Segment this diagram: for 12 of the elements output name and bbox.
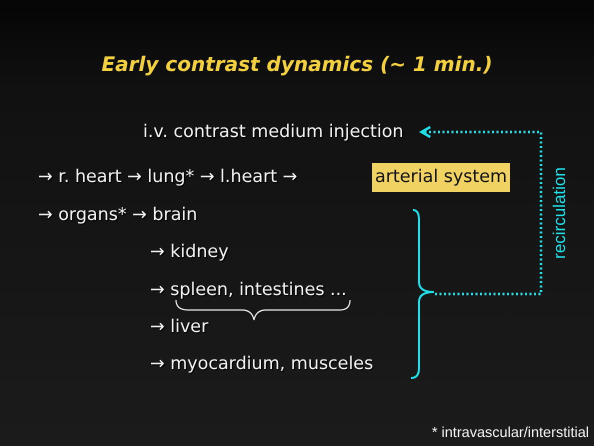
footnote: * intravascular/interstitial — [432, 424, 589, 443]
flow-text: → spleen, intestines ... — [150, 279, 347, 301]
flow-text: i.v. contrast medium injection — [143, 121, 404, 143]
flow-text: → r. heart → lung* → l.heart → — [38, 166, 298, 188]
edge-label: recirculation — [550, 166, 570, 260]
flow-text: → myocardium, musceles — [150, 353, 374, 375]
dotted-arrow — [420, 126, 542, 296]
flow-text: → liver — [150, 316, 208, 338]
flow-text: → kidney — [150, 241, 229, 263]
flow-text: → organs* → brain — [38, 204, 198, 226]
slide-title: Early contrast dynamics (~ 1 min.) — [100, 52, 494, 76]
highlighted-term: arterial system — [372, 163, 510, 192]
